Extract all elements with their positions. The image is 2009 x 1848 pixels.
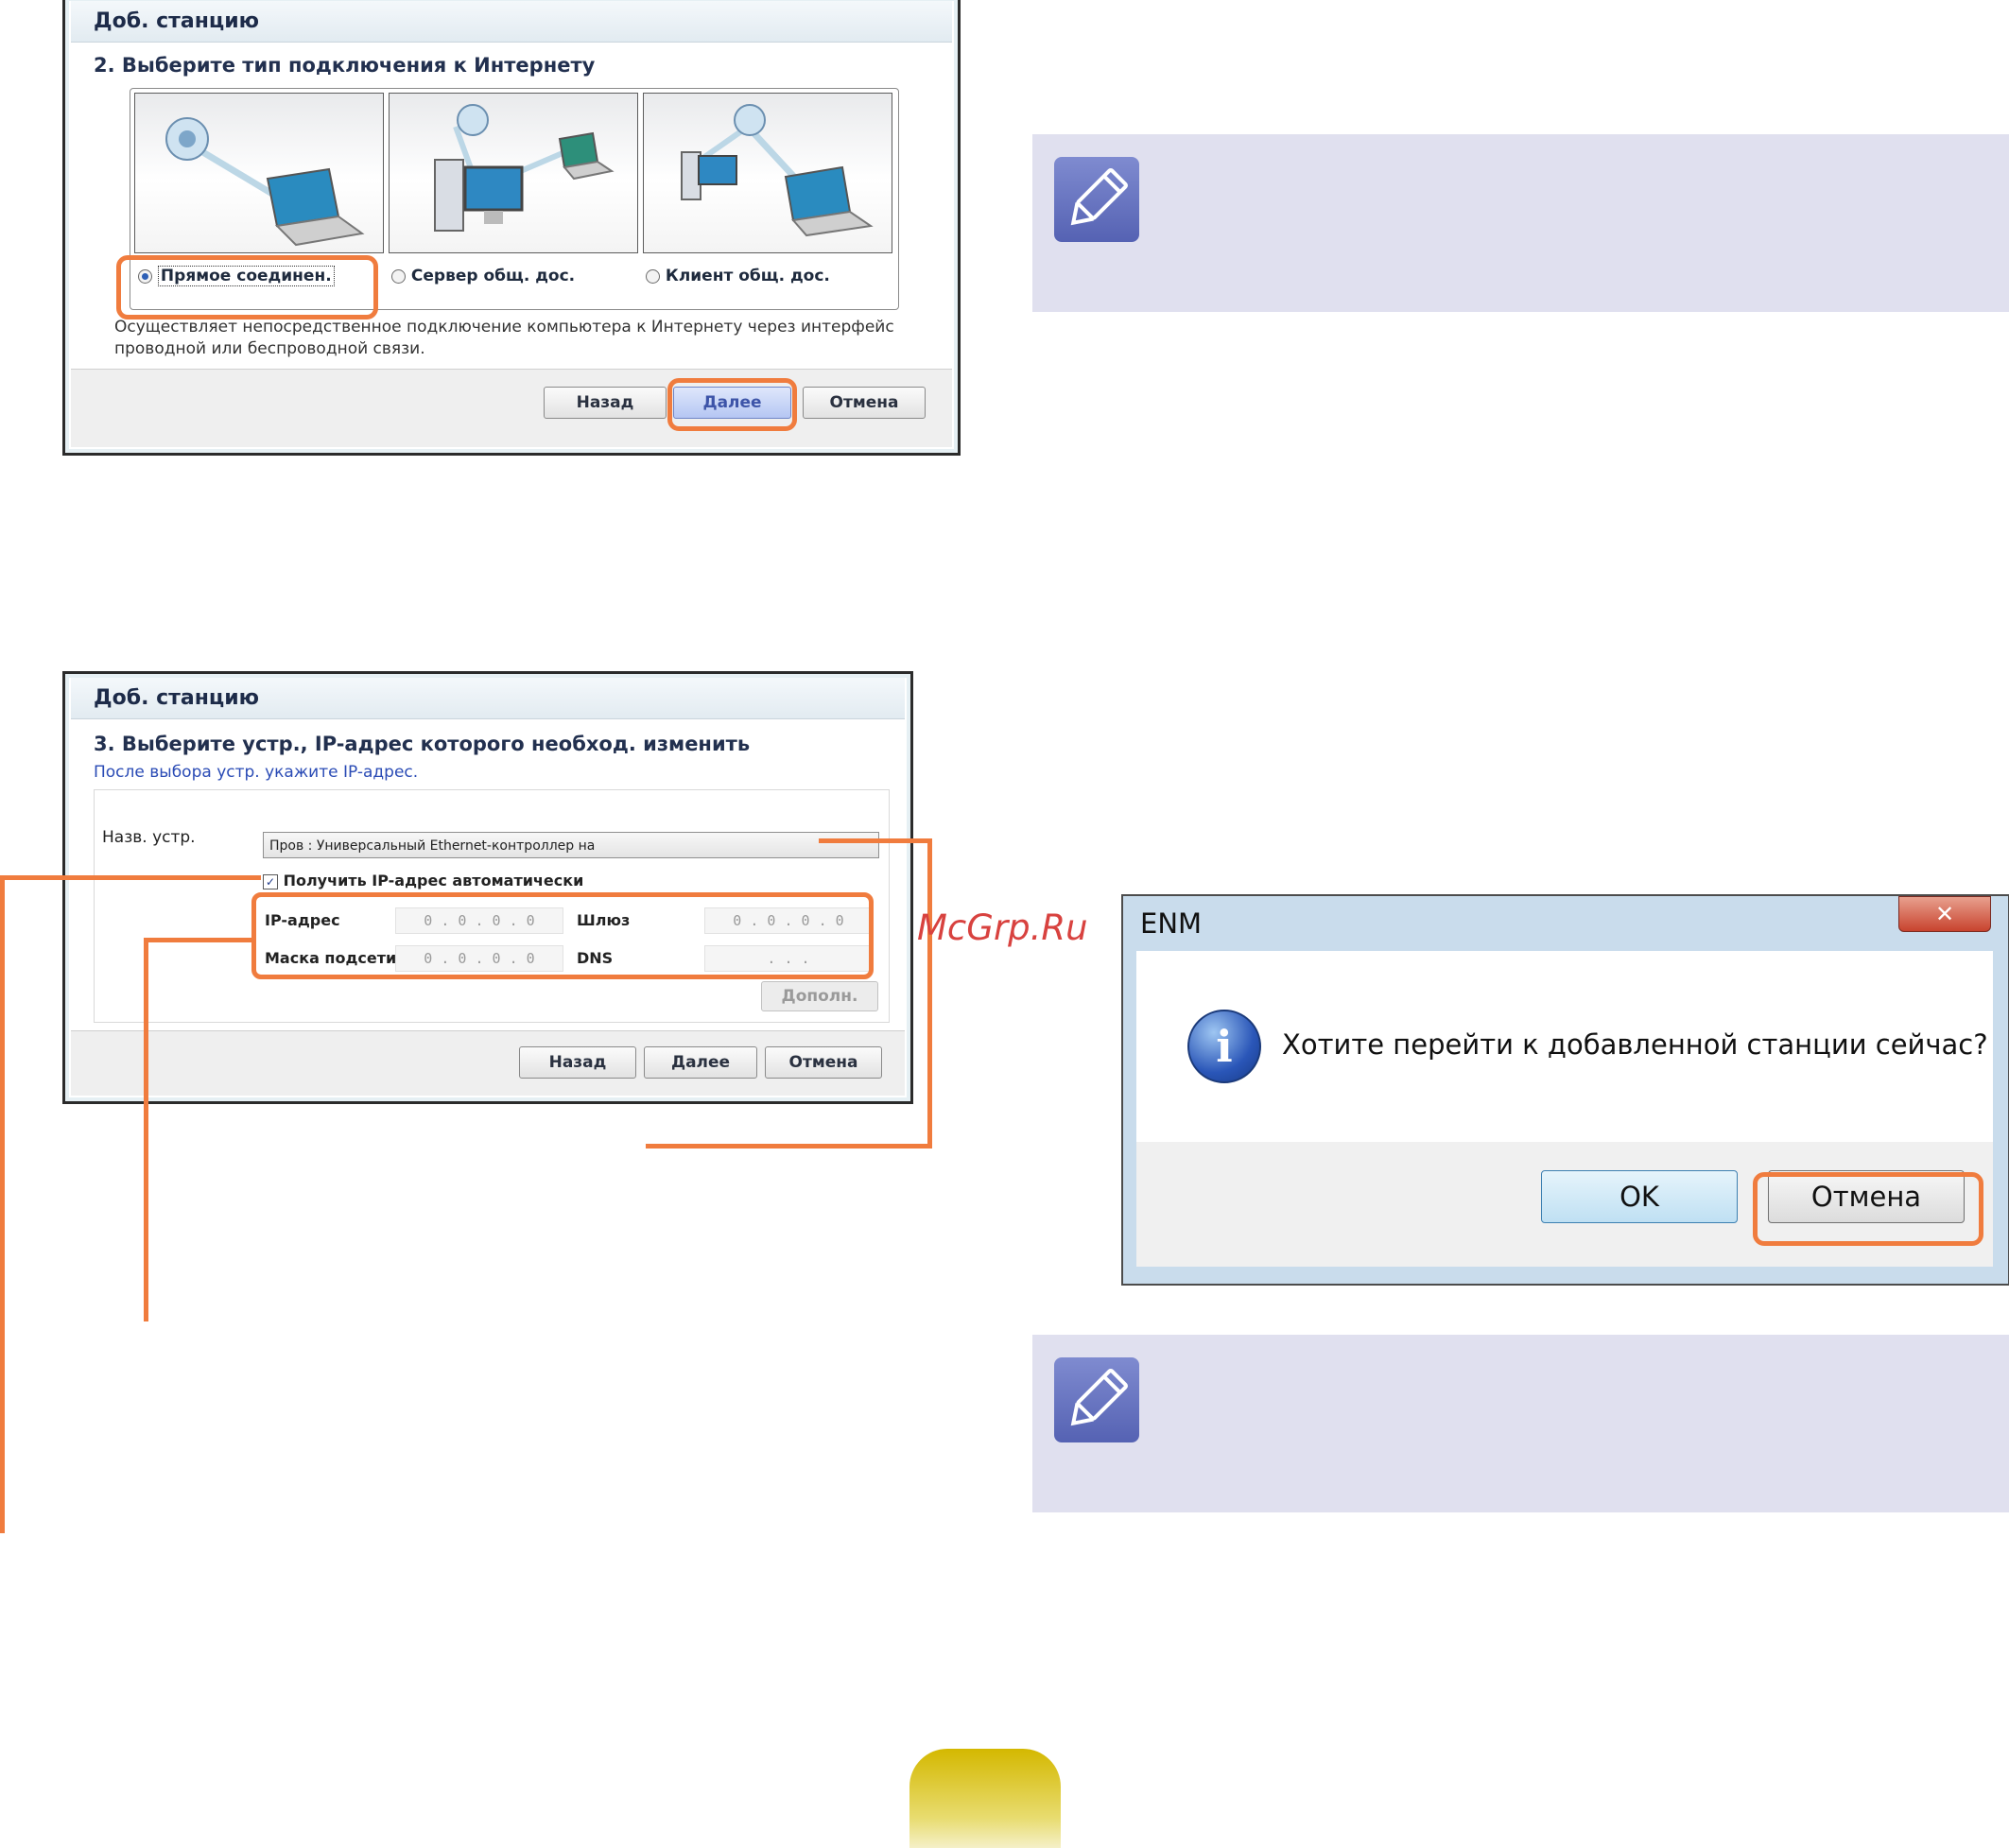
radio-direct[interactable]: [138, 268, 152, 284]
gateway-input[interactable]: 0 . 0 . 0 . 0: [704, 907, 873, 934]
sharing-server-image[interactable]: [389, 93, 638, 253]
callout-line-ip-h: [144, 938, 253, 942]
radio-server[interactable]: [391, 268, 406, 284]
auto-ip-option[interactable]: ✓ Получить IP-адрес автоматически: [263, 872, 583, 889]
description-line-1: Осуществляет непосредственное подключени…: [114, 318, 894, 337]
ok-button[interactable]: OK: [1541, 1170, 1738, 1223]
back-button[interactable]: Назад: [544, 387, 667, 419]
description-line-2: проводной или беспроводной связи.: [114, 339, 425, 358]
enm-title: ENM: [1140, 907, 1203, 940]
callout-line-device-h2: [646, 1144, 932, 1149]
dialog-footer: Назад Далее Отмена: [71, 369, 952, 447]
step-subtitle: После выбора устр. укажите IP-адрес.: [94, 763, 419, 782]
subnet-mask-input[interactable]: 0 . 0 . 0 . 0: [395, 945, 563, 972]
option-description: Осуществляет непосредственное подключени…: [114, 317, 894, 360]
enm-body: i Хотите перейти к добавленной станции с…: [1136, 951, 1993, 1142]
next-button-2[interactable]: Далее: [644, 1046, 757, 1079]
cancel-button[interactable]: Отмена: [803, 387, 926, 419]
radio-client[interactable]: [646, 268, 660, 284]
callout-line-device-v: [927, 838, 932, 1149]
ip-address-label: IP-адрес: [265, 911, 340, 929]
enm-cancel-button[interactable]: Отмена: [1768, 1170, 1965, 1223]
watermark: McGrp.Ru: [917, 907, 1088, 948]
callout-line-ip-v: [144, 938, 148, 1321]
ip-address-input[interactable]: 0 . 0 . 0 . 0: [395, 907, 563, 934]
add-station-dialog-step2: Доб. станцию 2. Выберите тип подключения…: [62, 0, 961, 456]
device-settings-panel: Назв. устр. Пров : Универсальный Etherne…: [94, 789, 890, 1023]
note-box-2: [1032, 1335, 2009, 1512]
direct-connection-image[interactable]: [134, 93, 384, 253]
highlight-enm-cancel: [1753, 1172, 1983, 1246]
option-server[interactable]: Сервер общ. дос.: [391, 267, 575, 285]
page-number-tab: [909, 1749, 1061, 1848]
pencil-note-icon-2: [1054, 1357, 1139, 1442]
highlight-direct-option: [116, 255, 378, 320]
step-heading-2: 3. Выберите устр., IP-адрес которого нео…: [94, 733, 751, 755]
callout-line-auto-v: [0, 875, 5, 1533]
dialog-title-2: Доб. станцию: [71, 678, 905, 719]
pencil-icon-2: [1070, 1369, 1128, 1426]
sharing-client-image[interactable]: [643, 93, 892, 253]
dns-label: DNS: [577, 949, 614, 967]
dialog-footer-2: Назад Далее Отмена: [71, 1030, 905, 1096]
sharing-server-illustration: [434, 104, 615, 232]
option-client-label: Клиент общ. дос.: [665, 267, 830, 285]
dns-input[interactable]: . . .: [704, 945, 873, 972]
advanced-button[interactable]: Дополн.: [761, 981, 878, 1011]
auto-ip-checkbox[interactable]: ✓: [263, 873, 278, 889]
next-button[interactable]: Далее: [673, 387, 791, 419]
pencil-note-icon: [1054, 157, 1139, 242]
highlight-ip-fields: [251, 892, 874, 979]
close-icon: ✕: [1934, 901, 1955, 927]
cancel-button-2[interactable]: Отмена: [765, 1046, 882, 1079]
enm-dialog: ENM ✕ i Хотите перейти к добавленной ста…: [1121, 894, 2009, 1286]
add-station-dialog-step3: Доб. станцию 3. Выберите устр., IP-адрес…: [62, 671, 913, 1104]
pencil-icon: [1070, 168, 1128, 226]
enm-footer: OK Отмена: [1136, 1142, 1993, 1267]
info-icon-glyph: i: [1216, 1021, 1233, 1072]
option-direct[interactable]: Прямое соединен.: [138, 266, 335, 286]
back-button-2[interactable]: Назад: [519, 1046, 636, 1079]
dialog-title: Доб. станцию: [71, 1, 952, 43]
callout-line-auto-h: [0, 875, 261, 880]
option-client[interactable]: Клиент общ. дос.: [646, 267, 830, 285]
sharing-client-illustration: [681, 104, 874, 237]
device-name-label: Назв. устр.: [102, 828, 196, 847]
enm-message: Хотите перейти к добавленной станции сей…: [1282, 1028, 1988, 1061]
note-box-1: [1032, 134, 2009, 312]
gateway-label: Шлюз: [577, 911, 631, 929]
close-button[interactable]: ✕: [1898, 896, 1991, 932]
info-icon: i: [1187, 1010, 1261, 1083]
step-heading: 2. Выберите тип подключения к Интернету: [94, 54, 596, 77]
option-server-label: Сервер общ. дос.: [410, 267, 576, 285]
subnet-mask-label: Маска подсети: [265, 949, 397, 967]
option-direct-label: Прямое соединен.: [157, 266, 335, 286]
device-select[interactable]: Пров : Универсальный Ethernet-контроллер…: [263, 832, 879, 858]
connection-options-group: Прямое соединен. Сервер общ. дос. Клиент…: [130, 88, 899, 310]
callout-line-device-h1: [819, 838, 932, 843]
direct-connection-illustration: [165, 117, 365, 247]
highlight-next-button: [667, 378, 797, 431]
auto-ip-label: Получить IP-адрес автоматически: [283, 872, 584, 889]
